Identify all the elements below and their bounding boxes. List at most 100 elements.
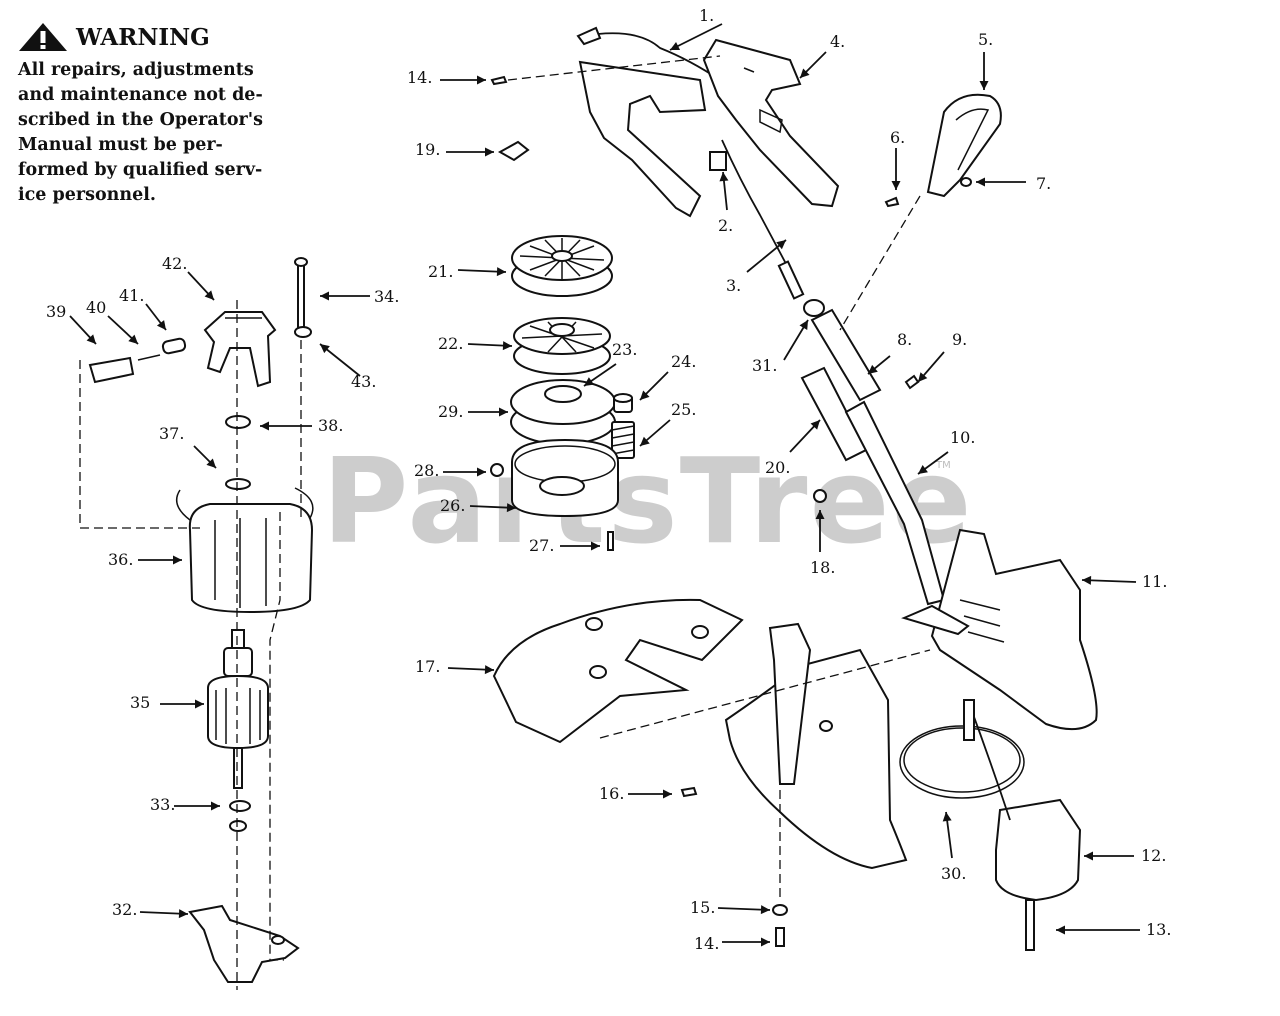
- leader-line: [669, 23, 723, 51]
- callout-34: 34.: [374, 287, 400, 306]
- arrowhead: [584, 377, 594, 386]
- callout-9: 9.: [952, 330, 968, 349]
- callout-13: 13.: [1146, 920, 1172, 939]
- callout-20: 20.: [765, 458, 791, 477]
- tube-8: [810, 308, 882, 402]
- callout-37: 37.: [159, 424, 185, 443]
- callout-8: 8.: [897, 330, 913, 349]
- callout-32: 32.: [112, 900, 138, 919]
- callout-6: 6.: [890, 128, 906, 147]
- arrowhead: [211, 801, 220, 811]
- arrowhead: [156, 320, 166, 330]
- arrowhead: [640, 436, 650, 446]
- callout-21: 21.: [428, 262, 454, 281]
- washer-37: [225, 478, 251, 490]
- arrowhead: [499, 407, 508, 417]
- arrowhead: [195, 699, 204, 709]
- retaining-ring-38: [225, 415, 251, 429]
- callout-15: 15.: [690, 898, 716, 917]
- nut-7: [960, 177, 972, 187]
- arrowhead: [800, 68, 810, 78]
- screw-9: [904, 374, 920, 390]
- callout-4: 4.: [830, 32, 846, 51]
- warning-notice: WARNING All repairs, adjustments and mai…: [18, 22, 318, 208]
- callout-19: 19.: [415, 140, 441, 159]
- armature-35: [207, 629, 269, 789]
- cutting-line-30: [899, 725, 1025, 799]
- callout-22: 22.: [438, 334, 464, 353]
- callout-31: 31.: [752, 356, 778, 375]
- warning-title: WARNING: [76, 23, 210, 51]
- handle-half-4: [702, 38, 840, 208]
- leader-arrows: [69, 23, 1140, 947]
- callout-43: 43.: [351, 372, 377, 391]
- callout-2: 2.: [718, 216, 734, 235]
- bearing-33: [229, 820, 247, 832]
- connector-40: [137, 354, 161, 361]
- clip-19: [497, 140, 530, 162]
- callout-28: 28.: [414, 461, 440, 480]
- capacitor-41: [161, 337, 187, 355]
- screw-14-bottom: [775, 927, 785, 947]
- bolt-34: [294, 257, 308, 331]
- callout-17: 17.: [415, 657, 441, 676]
- shaft-13: [1025, 899, 1035, 951]
- arrowhead: [799, 320, 808, 331]
- callout-39: 39: [46, 302, 67, 321]
- callout-36: 36.: [108, 550, 134, 569]
- handle-half-left: [578, 60, 707, 218]
- power-cord-1: [576, 26, 721, 81]
- button-24: [613, 393, 633, 413]
- callout-1: 1.: [699, 6, 715, 25]
- arrowhead: [320, 344, 330, 354]
- arrowhead: [485, 147, 494, 157]
- arrowhead: [206, 458, 216, 468]
- arrowhead: [477, 75, 486, 85]
- end-bracket-32: [188, 904, 300, 983]
- arrowhead: [776, 240, 786, 250]
- arrowhead: [496, 267, 506, 277]
- arrowhead: [502, 341, 512, 351]
- arrowhead: [868, 364, 878, 374]
- arrowhead: [918, 465, 928, 474]
- switch-39: [88, 356, 135, 384]
- arrowhead: [591, 541, 600, 551]
- arrowhead: [178, 909, 188, 919]
- arrowhead: [918, 372, 928, 382]
- motor-housing-11: [901, 528, 1098, 731]
- callout-25: 25.: [671, 400, 697, 419]
- arrowhead: [173, 555, 182, 565]
- arrowhead: [976, 177, 985, 187]
- arrowhead: [128, 334, 138, 344]
- arrowhead: [815, 510, 825, 519]
- guard-16: [724, 622, 908, 870]
- spool-housing-26: [511, 438, 619, 518]
- spool-29: [510, 379, 616, 445]
- arrowhead: [761, 937, 770, 947]
- arrowhead: [760, 905, 770, 915]
- arrowhead: [1084, 851, 1093, 861]
- tube-3: [721, 139, 805, 300]
- callout-24: 24.: [671, 352, 697, 371]
- nut-18: [813, 489, 827, 503]
- handle-5: [926, 93, 1002, 198]
- callout-5: 5.: [978, 30, 994, 49]
- arrowhead: [1082, 575, 1092, 585]
- switch-2: [709, 151, 727, 171]
- arrowhead: [979, 81, 989, 90]
- arrowhead: [204, 290, 214, 300]
- spring-25: [611, 421, 635, 459]
- washer-43: [294, 326, 312, 338]
- arrowhead: [1056, 925, 1065, 935]
- washer-33: [229, 800, 251, 812]
- arrowhead: [891, 181, 901, 190]
- callout-38: 38.: [318, 416, 344, 435]
- warning-triangle-icon: [19, 23, 67, 51]
- watermark: PartsTree: [322, 432, 974, 570]
- motor-12: [963, 699, 1082, 902]
- callout-26: 26.: [440, 496, 466, 515]
- callout-18: 18.: [810, 558, 836, 577]
- screw-6: [884, 196, 900, 208]
- callout-33: 33.: [150, 795, 176, 814]
